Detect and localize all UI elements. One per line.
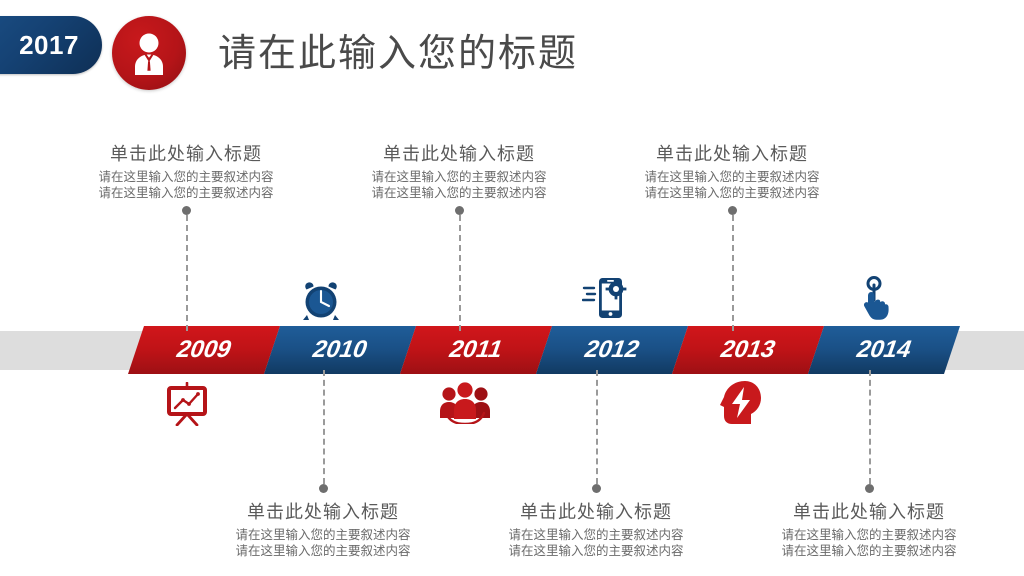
timeline-bar-label: 2014 xyxy=(852,336,916,363)
milestone-body-line: 请在这里输入您的主要叙述内容 xyxy=(781,527,957,542)
connector-dot-2014 xyxy=(865,484,874,493)
connector-dot-2012 xyxy=(592,484,601,493)
timeline-bar-2011[interactable]: 2011 xyxy=(400,326,552,374)
presentation-chart-icon xyxy=(165,381,209,431)
timeline-bar-2010[interactable]: 2010 xyxy=(264,326,416,374)
head-lightning-icon xyxy=(719,380,763,431)
milestone-title: 单击此处输入标题 xyxy=(520,502,672,523)
connector-line-2011 xyxy=(459,215,461,331)
milestone-body-line: 请在这里输入您的主要叙述内容 xyxy=(781,543,957,558)
milestone-text-2014: 单击此处输入标题 请在这里输入您的主要叙述内容 请在这里输入您的主要叙述内容 xyxy=(744,498,994,559)
connector-line-2010 xyxy=(323,370,325,484)
milestone-text-2013: 单击此处输入标题 请在这里输入您的主要叙述内容 请在这里输入您的主要叙述内容 xyxy=(607,140,857,201)
connector-dot-2011 xyxy=(455,206,464,215)
timeline-bar-label: 2010 xyxy=(308,336,372,363)
connector-line-2012 xyxy=(596,370,598,484)
timeline-bar-2013[interactable]: 2013 xyxy=(672,326,824,374)
timeline-bar-label: 2009 xyxy=(172,336,236,363)
alarm-clock-icon xyxy=(300,280,342,327)
team-group-icon xyxy=(440,382,490,429)
connector-line-2009 xyxy=(186,215,188,331)
milestone-body-line: 请在这里输入您的主要叙述内容 xyxy=(371,169,547,184)
milestone-body-line: 请在这里输入您的主要叙述内容 xyxy=(371,185,547,200)
hand-tap-icon xyxy=(856,276,896,327)
milestone-body-line: 请在这里输入您的主要叙述内容 xyxy=(644,169,820,184)
timeline-bar-2009[interactable]: 2009 xyxy=(128,326,280,374)
connector-dot-2010 xyxy=(319,484,328,493)
milestone-title: 单击此处输入标题 xyxy=(110,144,262,165)
year-badge-label: 2017 xyxy=(19,30,79,60)
milestone-text-2009: 单击此处输入标题 请在这里输入您的主要叙述内容 请在这里输入您的主要叙述内容 xyxy=(61,140,311,201)
milestone-body-line: 请在这里输入您的主要叙述内容 xyxy=(508,527,684,542)
milestone-body-line: 请在这里输入您的主要叙述内容 xyxy=(98,185,274,200)
connector-dot-2013 xyxy=(728,206,737,215)
milestone-text-2010: 单击此处输入标题 请在这里输入您的主要叙述内容 请在这里输入您的主要叙述内容 xyxy=(198,498,448,559)
milestone-title: 单击此处输入标题 xyxy=(793,502,945,523)
timeline-bar-2014[interactable]: 2014 xyxy=(808,326,960,374)
avatar xyxy=(112,16,186,90)
milestone-body-line: 请在这里输入您的主要叙述内容 xyxy=(508,543,684,558)
milestone-body-line: 请在这里输入您的主要叙述内容 xyxy=(644,185,820,200)
connector-line-2014 xyxy=(869,370,871,484)
connector-dot-2009 xyxy=(182,206,191,215)
milestone-title: 单击此处输入标题 xyxy=(383,144,535,165)
milestone-title: 单击此处输入标题 xyxy=(656,144,808,165)
timeline-bar-label: 2013 xyxy=(716,336,780,363)
milestone-body-line: 请在这里输入您的主要叙述内容 xyxy=(98,169,274,184)
page-title: 请在此输入您的标题 xyxy=(218,31,579,75)
milestone-text-2012: 单击此处输入标题 请在这里输入您的主要叙述内容 请在这里输入您的主要叙述内容 xyxy=(471,498,721,559)
milestone-text-2011: 单击此处输入标题 请在这里输入您的主要叙述内容 请在这里输入您的主要叙述内容 xyxy=(334,140,584,201)
milestone-title: 单击此处输入标题 xyxy=(247,502,399,523)
timeline-bar-label: 2012 xyxy=(580,336,644,363)
timeline-bar-2012[interactable]: 2012 xyxy=(536,326,688,374)
timeline-bar-label: 2011 xyxy=(445,336,507,363)
connector-line-2013 xyxy=(732,215,734,331)
year-badge: 2017 xyxy=(0,16,102,74)
smartphone-settings-icon xyxy=(581,276,628,325)
milestone-body-line: 请在这里输入您的主要叙述内容 xyxy=(235,527,411,542)
milestone-body-line: 请在这里输入您的主要叙述内容 xyxy=(235,543,411,558)
